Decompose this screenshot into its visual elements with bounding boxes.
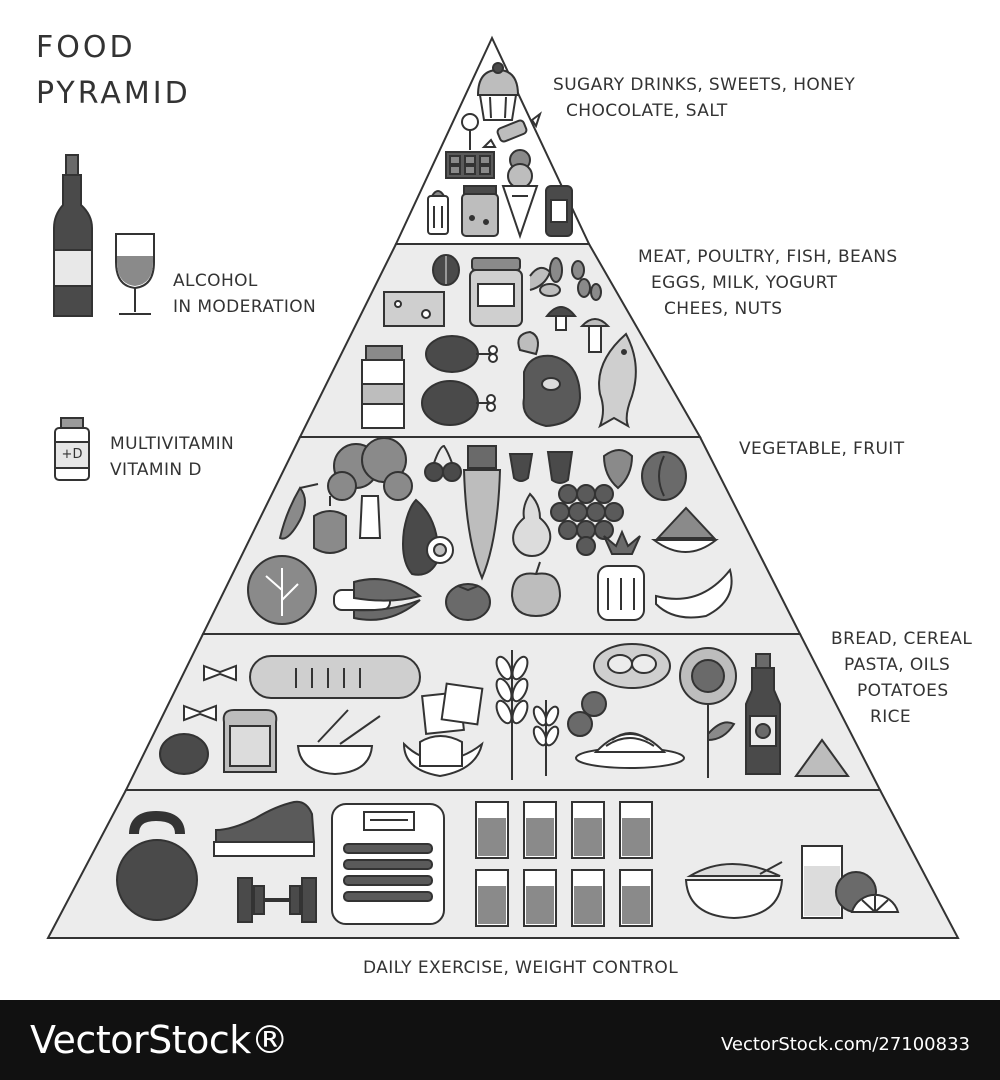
salt-shaker-icon xyxy=(427,190,449,235)
sneaker-icon xyxy=(213,800,316,857)
vitamin-bottle-icon xyxy=(54,417,90,481)
orange-icon xyxy=(835,871,900,913)
wheat-icon xyxy=(495,650,560,780)
title-line-1: FOOD xyxy=(36,30,136,65)
shrimp-icon xyxy=(517,330,539,356)
cereal-bowl-icon xyxy=(296,709,381,776)
water-glasses-icon xyxy=(475,801,653,927)
banana-icon xyxy=(655,567,733,619)
plum-icon xyxy=(641,451,687,501)
vitamin-label-line-2: VITAMIN D xyxy=(110,460,202,480)
walnut-icon xyxy=(432,254,460,286)
milk-carton-icon xyxy=(361,345,405,429)
lollipop-icon xyxy=(461,113,479,150)
tier-base-label: DAILY EXERCISE, WEIGHT CONTROL xyxy=(363,958,679,978)
tier-grains-label-2: PASTA, OILS xyxy=(844,655,951,675)
grapes-icon xyxy=(550,484,624,556)
cheese-icon xyxy=(383,291,445,327)
honey-jar-icon xyxy=(461,185,499,237)
tier-protein-label-2: EGGS, MILK, YOGURT xyxy=(651,273,838,293)
watermark-bar: VectorStock® VectorStock.com/27100833 xyxy=(0,1000,1000,1080)
apple-icon xyxy=(510,561,562,618)
fish-icon xyxy=(598,332,637,429)
nuts-icon xyxy=(529,257,602,301)
cabbage-icon xyxy=(247,555,317,625)
soda-can-icon xyxy=(545,185,573,237)
wine-bottle-icon xyxy=(53,154,93,317)
scale-icon xyxy=(331,803,445,925)
produce-icons xyxy=(247,437,733,625)
tomato-icon xyxy=(445,583,491,621)
pineapple-icon xyxy=(597,529,645,621)
bell-pepper-icon xyxy=(313,496,347,554)
tier-grains-label-1: BREAD, CEREAL xyxy=(831,629,973,649)
cupcake-icon xyxy=(476,62,520,121)
watermelon-icon xyxy=(650,506,719,553)
vitamin-bottle-label: +D xyxy=(61,447,83,462)
carrot-icon xyxy=(462,445,502,581)
potato-icon xyxy=(159,733,209,775)
tier-produce-label: VEGETABLE, FRUIT xyxy=(739,439,905,459)
pretzel-icon xyxy=(593,643,671,689)
broccoli-icon xyxy=(327,437,413,539)
eggplant-icon xyxy=(402,498,454,576)
watermark-brand: VectorStock® xyxy=(30,1018,289,1062)
chili-icon xyxy=(278,483,319,540)
food-pyramid-illustration xyxy=(46,35,960,939)
beans-jar-icon xyxy=(469,257,523,327)
rice-pile-icon xyxy=(794,738,850,777)
chocolate-bar-icon xyxy=(445,151,495,179)
tier-grains-label-4: RICE xyxy=(870,707,912,727)
candy-icon xyxy=(481,111,542,148)
kettlebell-icon xyxy=(116,810,198,921)
croissant-icon xyxy=(402,735,484,778)
bread-slice-icon xyxy=(222,709,278,773)
raspberry-icon xyxy=(508,451,574,484)
vitamin-label-line-1: MULTIVITAMIN xyxy=(110,434,235,454)
title-line-2: PYRAMID xyxy=(36,76,191,111)
sunflower-icon xyxy=(679,647,737,778)
protein-icons xyxy=(361,254,637,429)
corn-icon xyxy=(333,578,423,621)
sweets-icons xyxy=(427,62,573,240)
tier-protein-label-1: MEAT, POULTRY, FISH, BEANS xyxy=(638,247,898,267)
alcohol-label-line-1: ALCOHOL xyxy=(173,271,258,291)
pear-icon xyxy=(512,492,552,558)
tier-sweets-label-1: SUGARY DRINKS, SWEETS, HONEY xyxy=(553,75,856,95)
bowtie-pasta-icon xyxy=(183,664,237,722)
steak-icon xyxy=(522,354,582,428)
tier-protein-label-3: CHEES, NUTS xyxy=(664,299,783,319)
cherries-icon xyxy=(424,444,462,482)
tier-sweets-label-2: CHOCOLATE, SALT xyxy=(566,101,728,121)
strawberry-icon xyxy=(602,449,634,490)
ice-cream-icon xyxy=(501,149,539,240)
spaghetti-icon xyxy=(575,732,685,769)
small-potatoes-icon xyxy=(567,691,607,737)
baguette-icon xyxy=(249,655,421,699)
base-icons xyxy=(116,800,900,927)
wine-glass-icon xyxy=(115,233,155,315)
oil-bottle-icon xyxy=(745,653,781,775)
mushroom-icon xyxy=(544,306,611,353)
juice-glass-icon xyxy=(801,845,843,919)
crackers-icon xyxy=(421,682,484,735)
watermark-site: VectorStock.com/27100833 xyxy=(720,1034,970,1055)
chicken-leg-icon xyxy=(425,335,498,373)
grains-icons xyxy=(159,643,850,780)
ham-icon xyxy=(421,380,496,426)
tier-grains-label-3: POTATOES xyxy=(857,681,949,701)
oatmeal-bowl-icon xyxy=(684,861,784,920)
dumbbell-icon xyxy=(237,877,317,923)
alcohol-label-line-2: IN MODERATION xyxy=(173,297,317,317)
